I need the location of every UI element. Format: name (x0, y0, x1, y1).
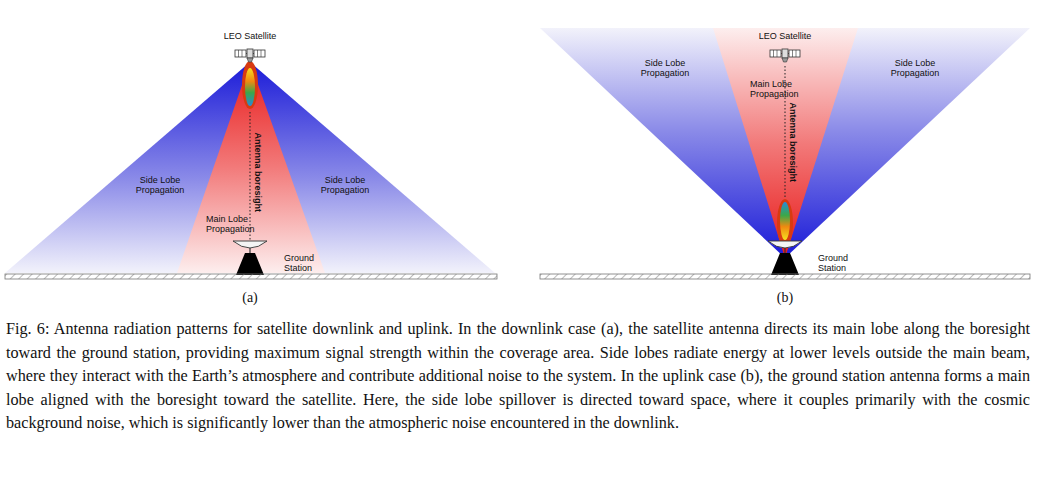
satellite-label: LEO Satellite (205, 31, 295, 41)
ground-strip (5, 274, 497, 279)
satellite-symbol (770, 49, 800, 62)
antenna-lobe (780, 202, 790, 240)
satellite-symbol (235, 49, 265, 62)
boresight-label: Antenna boresight (788, 102, 798, 182)
panel-label: (b) (765, 290, 805, 306)
ground-station-label: Ground Station (818, 253, 858, 274)
side-lobe-region (540, 28, 1030, 258)
uplink-panel (540, 28, 1030, 279)
ground-strip (540, 274, 1030, 279)
panel-label: (a) (230, 290, 270, 306)
antenna-lobe (242, 61, 258, 109)
side-lobe-label: Side Lobe Propagation (632, 58, 698, 79)
downlink-panel (5, 49, 497, 279)
figure-caption: Fig. 6: Antenna radiation patterns for s… (6, 318, 1030, 436)
boresight-line (250, 112, 251, 240)
ground-station-symbol (768, 241, 802, 275)
ground-station-symbol (233, 241, 267, 275)
side-lobe-label: Side Lobe Propagation (127, 175, 193, 196)
ground-station-label: Ground Station (284, 253, 324, 274)
main-lobe-label: Main Lobe Propagation (206, 214, 258, 235)
boresight-label: Antenna boresight (253, 132, 263, 212)
main-lobe-region (713, 28, 858, 258)
side-lobe-label: Side Lobe Propagation (882, 58, 948, 79)
satellite-label: LEO Satellite (740, 31, 830, 41)
antenna-lobe (777, 199, 793, 247)
side-lobe-label: Side Lobe Propagation (312, 175, 378, 196)
antenna-lobe (245, 68, 255, 106)
main-lobe-label: Main Lobe Propagation (750, 79, 802, 100)
